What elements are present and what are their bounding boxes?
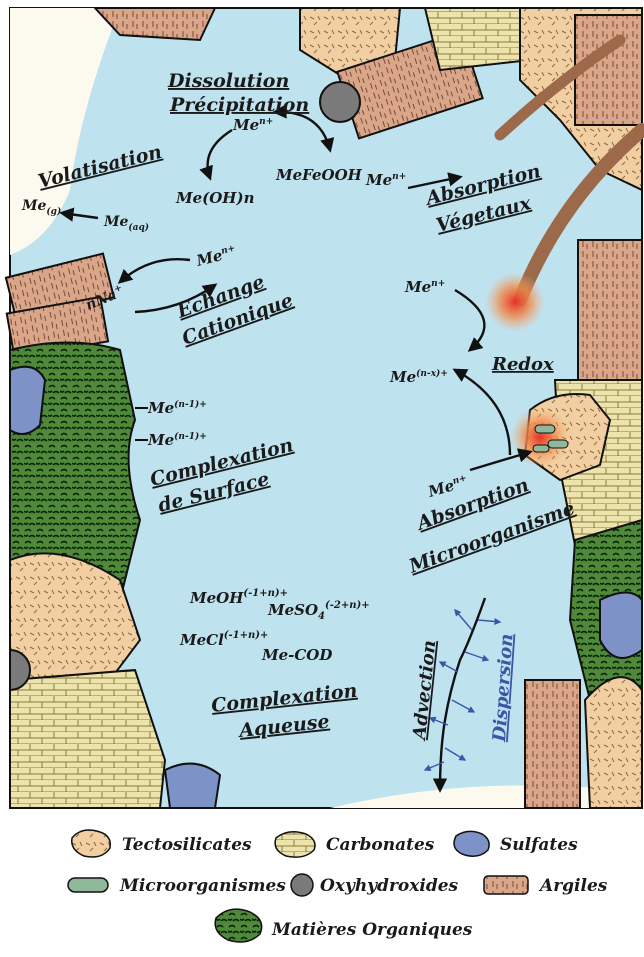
label-dissolution: Dissolution	[167, 70, 289, 92]
sulfate-grain	[600, 593, 642, 659]
species-mecod: Me-COD	[261, 646, 332, 664]
legend-argiles: Argiles	[538, 876, 608, 896]
legend-swatch-sulfates	[454, 831, 489, 856]
legend-swatch-argiles	[484, 876, 528, 894]
legend-microorganismes: Microorganismes	[119, 876, 286, 896]
redox-glow	[485, 272, 545, 332]
legend-sulfates: Sulfates	[500, 835, 578, 855]
legend-swatch-carbonates	[275, 832, 315, 857]
legend: Tectosilicates Carbonates Sulfates Micro…	[68, 830, 608, 942]
argile-grain	[525, 680, 580, 808]
sulfate-grain	[165, 764, 220, 808]
legend-tectosilicates: Tectosilicates	[122, 835, 252, 855]
legend-swatch-tectosilicates	[72, 830, 111, 857]
legend-matieres: Matières Organiques	[271, 920, 473, 940]
legend-swatch-matieres	[215, 909, 261, 942]
tectosilicate-grain	[585, 677, 642, 808]
species-meoh: Me(OH)n	[175, 189, 255, 207]
carbonate-grain	[10, 670, 165, 808]
oxyhydroxide-grain	[320, 82, 360, 122]
legend-swatch-microorganismes	[68, 878, 108, 892]
legend-swatch-oxyhydroxides	[291, 874, 313, 896]
sulfate-grain	[10, 367, 45, 434]
species-mefeooh: MeFeOOH	[275, 166, 363, 184]
redox-glow	[510, 407, 570, 467]
label-precipitation: Précipitation	[169, 94, 309, 116]
label-redox: Redox	[491, 354, 554, 375]
legend-oxyhydroxides: Oxyhydroxides	[320, 876, 459, 896]
legend-carbonates: Carbonates	[326, 835, 435, 855]
